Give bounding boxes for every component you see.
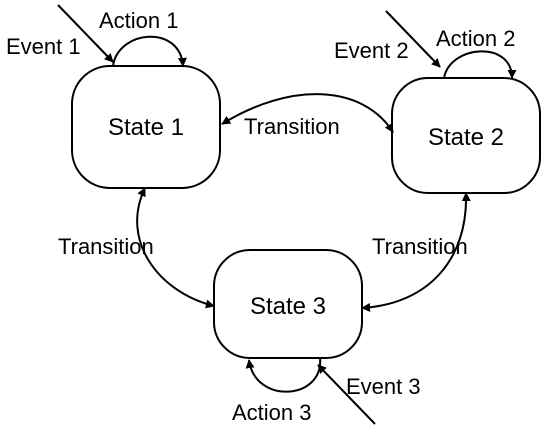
event-2-arrow [385,10,441,68]
transition-state2-state3 [361,192,471,312]
transition-label-1-3: Transition [58,234,154,259]
event-2-label: Event 2 [334,38,409,63]
event-1-label: Event 1 [6,34,81,59]
state-2-label: State 2 [428,124,504,151]
event-1-arrow [57,4,114,63]
state-3-label: State 3 [250,293,326,320]
transition-label-1-2: Transition [244,114,340,139]
transition-state1-state2 [221,93,394,133]
action-3-label: Action 3 [232,400,312,425]
action-1-label: Action 1 [99,8,179,33]
transition-state1-state3 [136,187,215,309]
action-1-loop [112,35,187,67]
action-2-label: Action 2 [436,26,516,51]
event-3-label: Event 3 [346,374,421,399]
action-2-loop [443,50,517,79]
state-1-label: State 1 [108,114,184,141]
action-3-loop [245,357,322,393]
transition-label-2-3: Transition [372,234,468,259]
event-3-arrow [317,364,376,425]
